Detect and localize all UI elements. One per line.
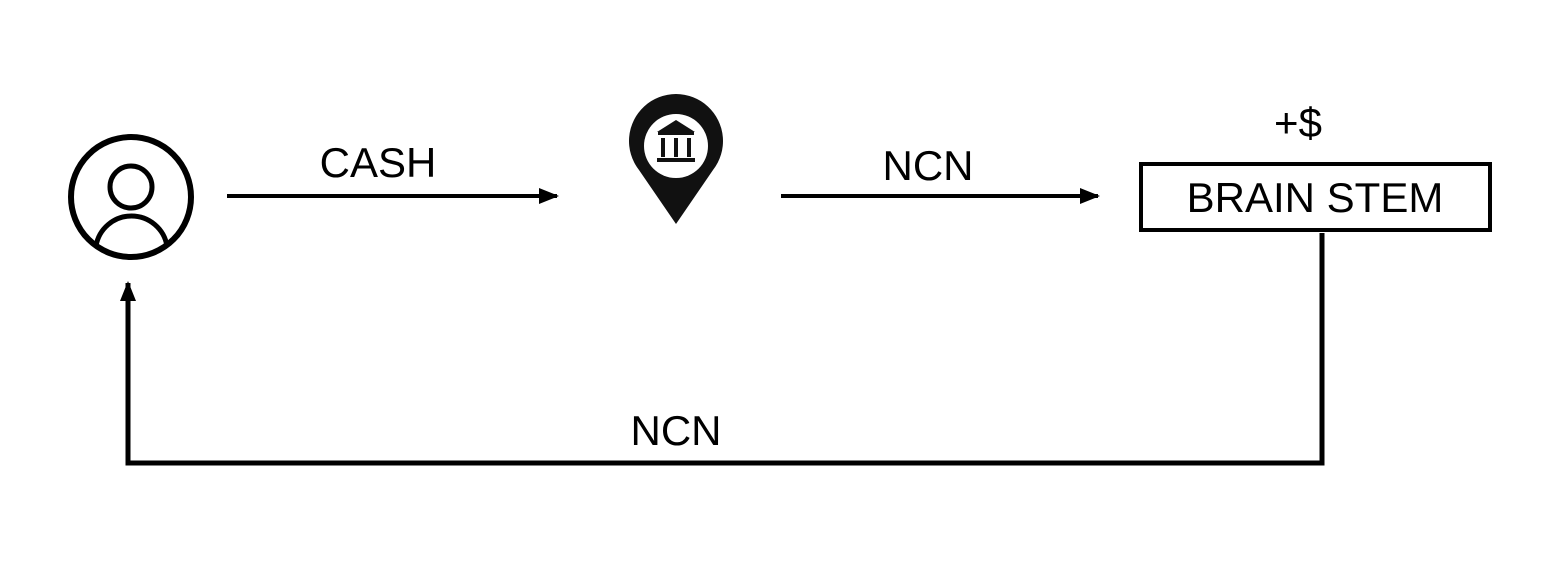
user-circle-icon — [68, 134, 194, 260]
bank-location-pin-icon — [629, 94, 723, 224]
brain-stem-box: BRAIN STEM — [1139, 162, 1492, 232]
ncn-label-top: NCN — [883, 142, 974, 189]
plus-dollar-annotation: +$ — [1274, 99, 1322, 146]
ncn-label-bottom: NCN — [631, 407, 722, 454]
cash-label: CASH — [320, 139, 437, 186]
ncn-return-arrow — [120, 233, 1325, 466]
brain-stem-label: BRAIN STEM — [1187, 174, 1444, 221]
